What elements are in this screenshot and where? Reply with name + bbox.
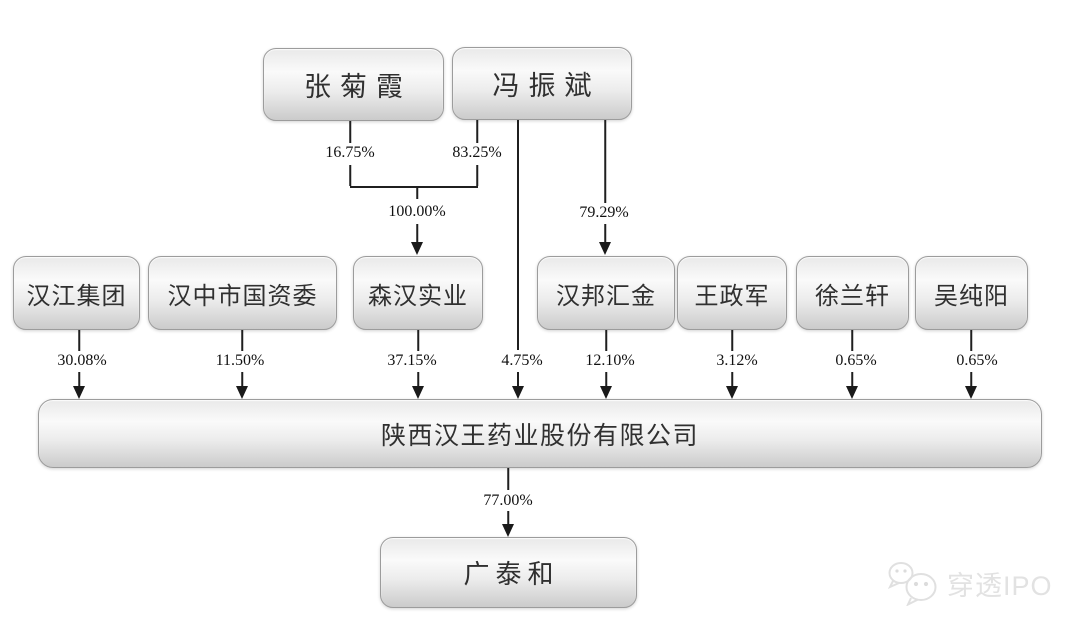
connector-merge-stub (416, 186, 418, 199)
connector-feng-company-shaft (517, 372, 519, 386)
connector-zhang-upper (349, 121, 351, 143)
pct-feng-to-hanbang: 79.29% (579, 204, 629, 221)
connector-feng-left-lower (476, 165, 478, 186)
node-wangzhengjun: 王政军 (677, 256, 787, 330)
connector-company-sub-upper (507, 468, 509, 490)
wechat-bubbles-icon (886, 560, 944, 607)
node-fengzhenbin: 冯振斌 (452, 47, 632, 120)
connector-company-sub-shaft (507, 511, 509, 524)
pct-wu: 0.65% (956, 352, 998, 369)
connector-merge-bracket (350, 186, 478, 188)
arrowhead-sub (502, 524, 514, 537)
pct-feng-to-company: 4.75% (501, 352, 543, 369)
arrowhead-xu (846, 386, 858, 399)
node-hanzhong-sasac: 汉中市国资委 (148, 256, 337, 330)
node-guangtaihe: 广泰和 (380, 537, 637, 608)
arrowhead-to-senhan (411, 242, 423, 255)
node-senhan-industry: 森汉实业 (353, 256, 483, 330)
pct-hanzhong: 11.50% (215, 352, 265, 369)
connector-feng-to-hanbang-upper (604, 120, 606, 203)
connector-hanzhong-upper (241, 330, 243, 351)
pct-xu: 0.65% (835, 352, 877, 369)
arrowhead-senhan (412, 386, 424, 399)
pct-company-to-sub: 77.00% (483, 492, 533, 509)
connector-hanjiang-upper (78, 330, 80, 351)
node-company: 陕西汉王药业股份有限公司 (38, 399, 1042, 468)
node-zhangjuxia: 张菊霞 (263, 48, 444, 121)
pct-hanjiang: 30.08% (57, 352, 107, 369)
arrowhead-feng-to-company (512, 386, 524, 399)
connector-feng-to-hanbang-shaft (604, 224, 606, 242)
watermark-text: 穿透IPO (947, 570, 1053, 601)
watermark: 穿透IPO (886, 560, 1053, 607)
connector-wu-shaft (970, 372, 972, 386)
arrowhead-wu (965, 386, 977, 399)
connector-senhan-upper (417, 330, 419, 351)
node-xulanxuan: 徐兰轩 (796, 256, 909, 330)
pct-wang: 3.12% (716, 352, 758, 369)
connector-xu-shaft (851, 372, 853, 386)
connector-hanbang-shaft (605, 372, 607, 386)
connector-wu-upper (970, 330, 972, 351)
pct-hanbang: 12.10% (585, 352, 635, 369)
arrowhead-wang (726, 386, 738, 399)
arrowhead-hanbang (600, 386, 612, 399)
connector-wang-upper (731, 330, 733, 351)
pct-merged-to-senhan: 100.00% (388, 203, 446, 220)
arrowhead-hanjiang (73, 386, 85, 399)
node-wuchunyang: 吴纯阳 (915, 256, 1028, 330)
connector-feng-left-upper (476, 120, 478, 143)
connector-merged-arrow-shaft (416, 224, 418, 242)
connector-zhang-lower (349, 165, 351, 186)
node-hanjiang-group: 汉江集团 (13, 256, 140, 330)
connector-feng-to-company (517, 120, 519, 350)
pct-feng-to-senhan: 83.25% (452, 144, 502, 161)
node-hanbang-huijin: 汉邦汇金 (537, 256, 675, 330)
connector-hanbang-upper (605, 330, 607, 351)
pct-zhang-to-senhan: 16.75% (325, 144, 375, 161)
connector-hanzhong-shaft (241, 372, 243, 386)
arrowhead-to-hanbang (599, 242, 611, 255)
connector-senhan-shaft (417, 372, 419, 386)
connector-hanjiang-shaft (78, 372, 80, 386)
connector-wang-shaft (731, 372, 733, 386)
pct-senhan: 37.15% (387, 352, 437, 369)
connector-xu-upper (851, 330, 853, 351)
arrowhead-hanzhong (236, 386, 248, 399)
